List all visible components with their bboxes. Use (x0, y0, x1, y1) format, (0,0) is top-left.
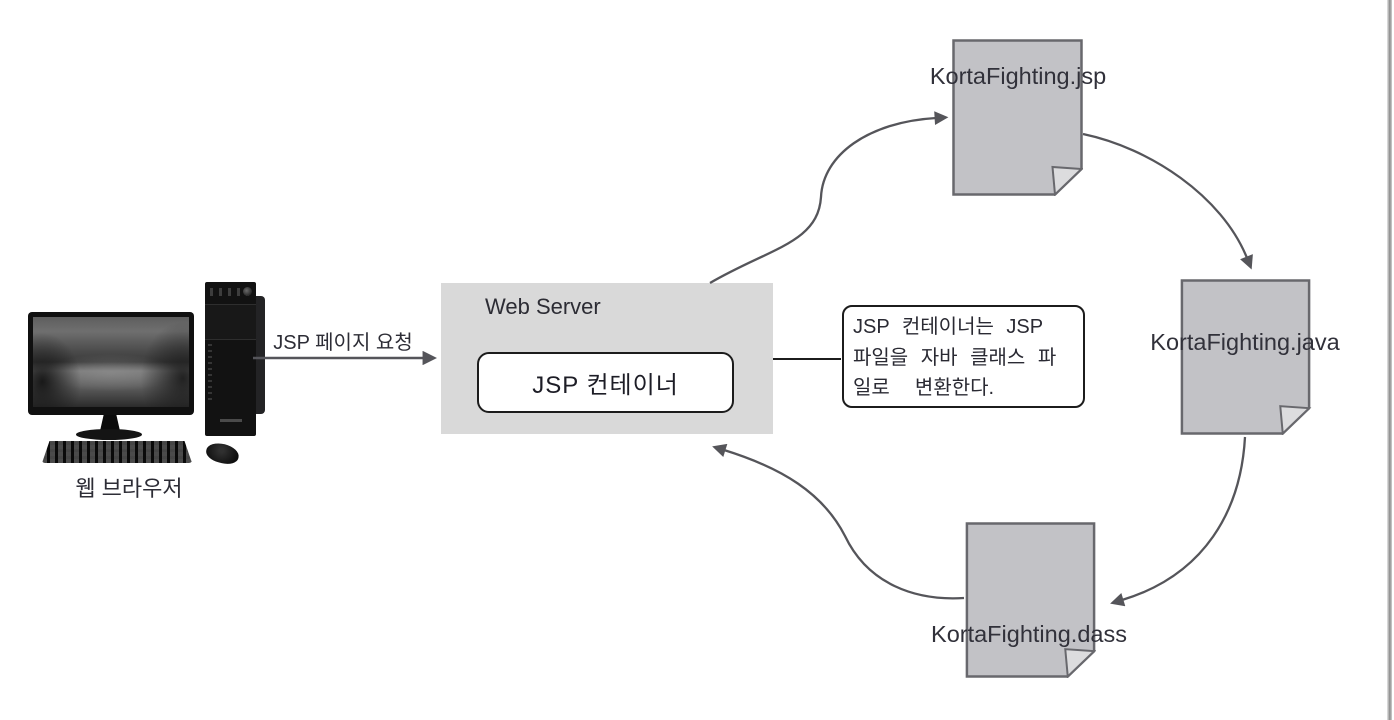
page-edge-line (1387, 0, 1392, 720)
document-icon-class (965, 522, 1096, 678)
pc-tower-icon (205, 282, 256, 436)
document-icon-java (1180, 279, 1312, 435)
jsp-container-box: JSP 컨테이너 (477, 352, 734, 413)
curve-class-to-server-arrow (712, 443, 965, 600)
client-label: 웹 브라우저 (75, 476, 183, 501)
web-server-box: Web Server JSP 컨테이너 (441, 283, 773, 434)
monitor-stand-base (76, 429, 142, 440)
power-button-icon (243, 287, 252, 296)
callout-line-1: JSP 컨테이너는 JSP (853, 316, 1044, 338)
tower-logo-icon (219, 419, 242, 422)
monitor-icon (28, 312, 194, 415)
tower-vents-icon (208, 344, 212, 402)
web-server-title: Web Server (485, 294, 601, 319)
callout-line-3: 일로 변환한다. (853, 377, 995, 399)
curve-java-to-class-arrow (1110, 436, 1247, 607)
keyboard-icon (42, 441, 192, 463)
tower-ports-icon (210, 288, 251, 296)
monitor-stand-neck (100, 415, 120, 431)
file-label-jsp: KortaFighting.jsp (929, 63, 1107, 89)
callout-note: JSP 컨테이너는 JSP 파일을 자바 클래스 파 일로 변환한다. (842, 305, 1085, 408)
document-icon-jsp (952, 39, 1083, 196)
curve-server-to-jsp-arrow (709, 111, 949, 284)
callout-line-2: 파일을 자바 클래스 파 (853, 346, 1057, 369)
monitor-screen-wallpaper (33, 317, 189, 407)
file-label-class: KortaFighting.dass (931, 621, 1127, 647)
request-arrow-label: JSP 페이지 요청 (273, 332, 413, 354)
curve-jsp-to-java-arrow (1082, 132, 1253, 270)
pc-tower-side-panel (256, 296, 265, 414)
drive-bay-icon (205, 304, 256, 340)
file-label-java: KortaFighting.java (1150, 329, 1340, 355)
